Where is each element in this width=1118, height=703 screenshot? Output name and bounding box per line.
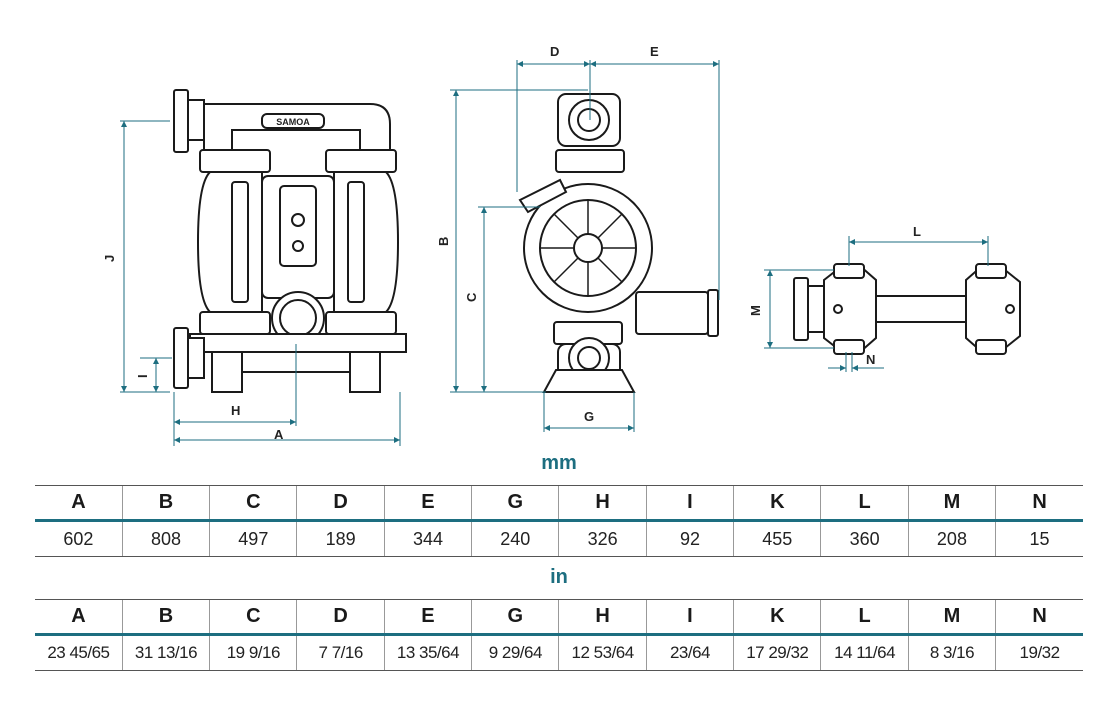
dim-label-I: I [135,374,150,378]
top-view [793,263,1021,355]
in-header-cell: B [121,599,210,636]
brand-label: SAMOA [276,117,310,127]
mm-dimension-table: A B C D E G H I K L M N 602 808 497 189 … [35,485,1083,557]
mm-header-cell: B [121,485,210,522]
dim-label-C: C [464,292,479,302]
mm-header-cell: G [471,485,559,522]
mm-header-cell: A [35,485,123,522]
in-value-cell: 9 29/64 [471,634,559,671]
dim-label-A: A [274,427,284,442]
in-header-cell: G [471,599,559,636]
mm-value-cell: 92 [645,520,734,557]
mm-value-cell: 326 [558,520,647,557]
in-header-cell: E [383,599,472,636]
side-view-dimensions [450,60,720,432]
in-value-cell: 8 3/16 [907,634,996,671]
in-header-cell: A [35,599,123,636]
dim-label-G: G [584,409,594,424]
dim-label-H: H [231,403,240,418]
mm-header-cell: K [733,485,821,522]
in-value-cell: 13 35/64 [383,634,472,671]
mm-value-cell: 344 [383,520,472,557]
in-header-cell: C [209,599,297,636]
dim-label-J: J [102,255,117,262]
in-header-cell: M [907,599,996,636]
mm-header-cell: C [209,485,297,522]
side-view [518,93,719,393]
in-value-cell: 17 29/32 [733,634,821,671]
in-header-cell: H [558,599,647,636]
mm-value-row: 602 808 497 189 344 240 326 92 455 360 2… [35,520,1083,557]
in-value-row: 23 45/65 31 13/16 19 9/16 7 7/16 13 35/6… [35,634,1083,671]
in-header-cell: K [733,599,821,636]
dim-label-M: M [748,305,763,316]
dim-label-N: N [866,352,875,367]
dim-label-B: B [436,237,451,246]
pump-dimension-drawing: SAMOA [102,44,1021,446]
mm-value-cell: 240 [471,520,559,557]
in-header-cell: N [995,599,1083,636]
dim-label-E: E [650,44,659,59]
top-view-dimensions [764,236,989,372]
in-value-cell: 23/64 [645,634,734,671]
mm-value-cell: 360 [820,520,909,557]
in-value-cell: 12 53/64 [558,634,647,671]
mm-header-row: A B C D E G H I K L M N [35,485,1083,522]
in-header-row: A B C D E G H I K L M N [35,599,1083,636]
in-header-cell: L [820,599,909,636]
in-value-cell: 23 45/65 [35,634,123,671]
mm-header-cell: I [645,485,734,522]
front-view: SAMOA [173,89,407,393]
mm-value-cell: 497 [209,520,297,557]
mm-value-cell: 15 [995,520,1083,557]
mm-header-cell: N [995,485,1083,522]
in-value-cell: 19 9/16 [209,634,297,671]
in-table-title: in [550,566,568,588]
mm-value-cell: 189 [296,520,385,557]
mm-header-cell: E [383,485,472,522]
dim-label-D: D [550,44,559,59]
mm-header-cell: M [907,485,996,522]
in-value-cell: 19/32 [995,634,1083,671]
in-value-cell: 7 7/16 [296,634,385,671]
mm-header-cell: H [558,485,647,522]
mm-header-cell: D [296,485,385,522]
dim-label-L: L [913,224,921,239]
front-view-dimensions [120,120,401,446]
in-dimension-table: A B C D E G H I K L M N 23 45/65 31 13/1… [35,599,1083,671]
in-header-cell: I [645,599,734,636]
mm-value-cell: 208 [907,520,996,557]
in-value-cell: 14 11/64 [820,634,909,671]
mm-header-cell: L [820,485,909,522]
mm-value-cell: 808 [121,520,210,557]
mm-value-cell: 602 [35,520,123,557]
mm-value-cell: 455 [733,520,821,557]
in-value-cell: 31 13/16 [121,634,210,671]
mm-table-title: mm [541,452,577,474]
in-header-cell: D [296,599,385,636]
